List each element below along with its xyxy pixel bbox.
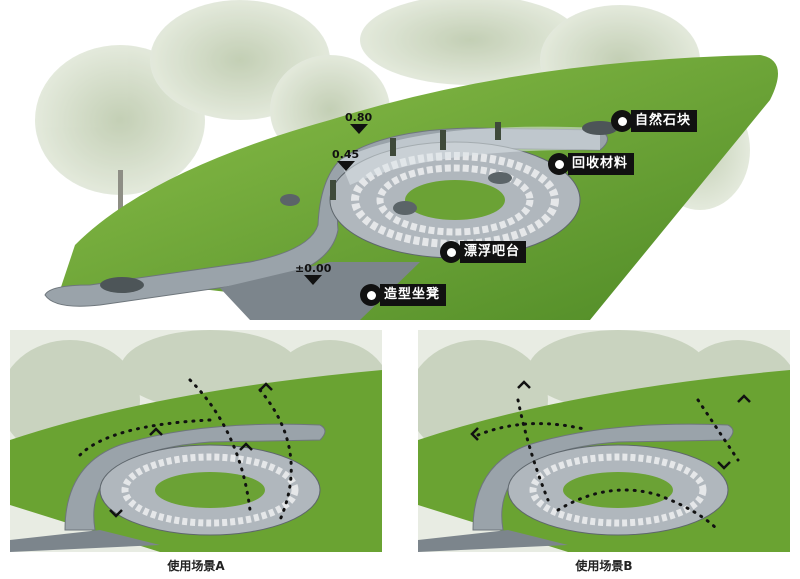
elevation-ground: ±0.00 — [295, 263, 331, 285]
scene-b-illustration — [418, 330, 790, 552]
elevation-top: 0.80 — [345, 112, 372, 134]
scene-b-render: 使用场景B — [418, 330, 790, 573]
scene-a-render: 使用场景A — [10, 330, 382, 573]
label-natural-stone: 自然石块 — [611, 110, 698, 132]
elevation-marker-icon — [336, 161, 355, 171]
scene-a-illustration — [10, 330, 382, 552]
label-recycled-material: 回收材料 — [548, 153, 635, 175]
scene-a-caption: 使用场景A — [167, 559, 225, 573]
label-floating-bar: 漂浮吧台 — [440, 241, 527, 263]
main-render: 自然石块 回收材料 漂浮吧台 造型坐凳 0.80 0.45 ±0.00 — [0, 0, 800, 325]
elevation-marker-icon — [304, 275, 323, 285]
elevation-marker-icon — [349, 124, 368, 134]
marker-dot-icon — [548, 153, 570, 175]
marker-dot-icon — [360, 284, 382, 306]
label-sculpted-bench: 造型坐凳 — [360, 284, 447, 306]
marker-dot-icon — [611, 110, 633, 132]
main-render-illustration — [35, 0, 778, 320]
scene-b-caption: 使用场景B — [575, 559, 633, 573]
marker-dot-icon — [440, 241, 462, 263]
elevation-mid: 0.45 — [332, 149, 359, 171]
